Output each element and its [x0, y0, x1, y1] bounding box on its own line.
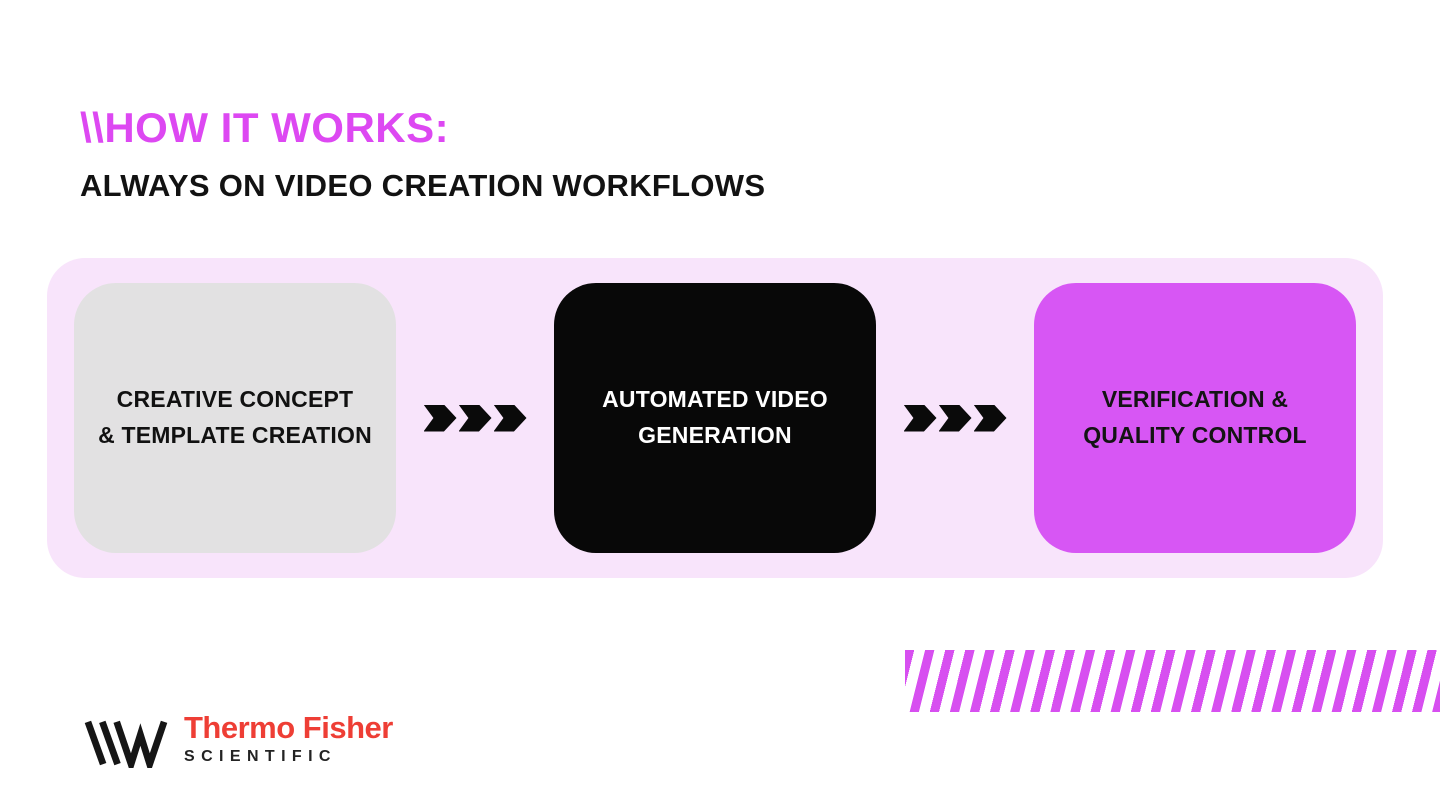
footer-brand-lockup: Thermo Fisher SCIENTIFIC	[82, 710, 393, 768]
arrow-group	[423, 404, 527, 432]
scientific-wordmark: SCIENTIFIC	[184, 747, 337, 765]
chevron-right-icon	[423, 404, 457, 432]
workflow-container: CREATIVE CONCEPT & TEMPLATE CREATION AUT…	[47, 258, 1383, 578]
chevron-right-icon	[973, 404, 1007, 432]
page-title: \\HOW IT WORKS:	[80, 104, 450, 151]
thermofisher-wordmark: Thermo Fisher	[184, 710, 393, 745]
workflow-step-creative-concept: CREATIVE CONCEPT & TEMPLATE CREATION	[74, 283, 396, 553]
double-backslash-w-mark-icon	[84, 720, 168, 768]
thermofisher-logo: Thermo Fisher SCIENTIFIC	[184, 710, 393, 766]
page-subtitle: ALWAYS ON VIDEO CREATION WORKFLOWS	[80, 168, 766, 203]
step-label-line: CREATIVE CONCEPT	[116, 386, 354, 413]
diagonal-stripes-decoration	[905, 650, 1440, 712]
chevron-right-icon	[458, 404, 492, 432]
chevron-right-icon	[903, 404, 937, 432]
chevron-right-icon	[493, 404, 527, 432]
chevron-right-icon	[938, 404, 972, 432]
workflow-step-automated-video: AUTOMATED VIDEO GENERATION	[554, 283, 876, 553]
step-label-line: QUALITY CONTROL	[1083, 422, 1307, 448]
step-label-line: & TEMPLATE CREATION	[98, 422, 372, 448]
arrow-group	[903, 404, 1007, 432]
step-label-line: VERIFICATION &	[1101, 386, 1289, 413]
step-label-line: GENERATION	[638, 422, 792, 448]
step-label-line: AUTOMATED VIDEO	[602, 386, 828, 413]
workflow-step-verification-qc: VERIFICATION & QUALITY CONTROL	[1034, 283, 1356, 553]
